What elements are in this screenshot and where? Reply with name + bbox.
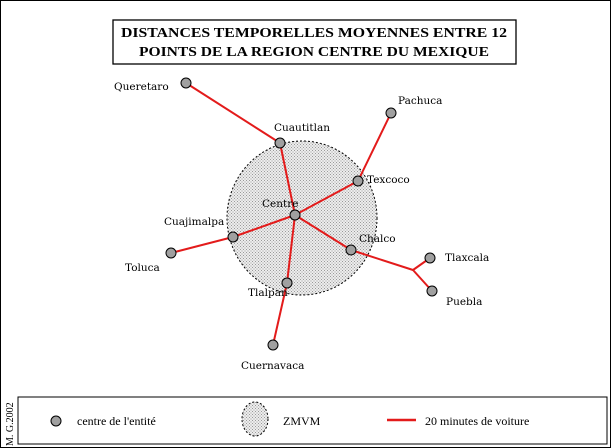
legend-node-label: centre de l'entité [77,414,156,428]
node-toluca [165,247,177,259]
label-cuernavaca: Cuernavaca [241,360,304,372]
legend-line-label: 20 minutes de voiture [425,414,529,428]
link-cuajimalpa-toluca [170,236,234,254]
node-tlaxcala [424,252,436,264]
connections [170,82,433,346]
link-cuautitlan-centre [279,142,296,216]
title-box [112,19,517,65]
legend-zone-icon [241,401,269,437]
legend-zone-label: ZMVM [283,414,321,428]
link-tlalpan-cuernavaca [272,282,288,346]
city-nodes [165,77,438,351]
node-centre [289,209,301,221]
title-line-2: POINTS DE LA REGION CENTRE DU MEXIQUE [139,44,489,59]
label-tlaxcala: Tlaxcala [445,252,489,264]
node-queretaro [180,77,192,89]
label-cuautitlan: Cuautitlan [274,122,330,134]
link-centre-tlalpan [286,214,296,284]
label-puebla: Puebla [446,296,482,308]
node-texcoco [352,175,364,187]
legend-node-icon [50,415,62,427]
link-texcoco-centre [294,180,359,216]
legend-box [17,396,608,445]
link-queretaro-cuautitlan [185,82,281,144]
label-tlalpan: Tlalpan [248,287,288,299]
label-centre: Centre [262,198,298,210]
node-pachuca [385,107,397,119]
credit-text: M. G.2002 [5,402,16,446]
node-cuautitlan [274,137,286,149]
label-toluca: Toluca [125,262,160,274]
label-cuajimalpa: Cuajimalpa [164,216,224,228]
link-centre-chalco [294,214,352,251]
link-chalco-junction [350,249,414,271]
label-texcoco: Texcoco [367,174,410,186]
title-line-1: DISTANCES TEMPORELLES MOYENNES ENTRE 12 [121,25,507,40]
node-tlalpan [281,277,293,289]
node-cuernavaca [267,339,279,351]
node-chalco [345,244,357,256]
label-queretaro: Queretaro [114,81,169,93]
label-pachuca: Pachuca [398,95,442,107]
zmvm-zone [226,140,378,296]
label-chalco: Chalco [359,233,396,245]
node-cuajimalpa [227,231,239,243]
node-puebla [426,285,438,297]
link-centre-cuajimalpa [232,214,296,238]
link-pachuca-texcoco [357,112,392,182]
